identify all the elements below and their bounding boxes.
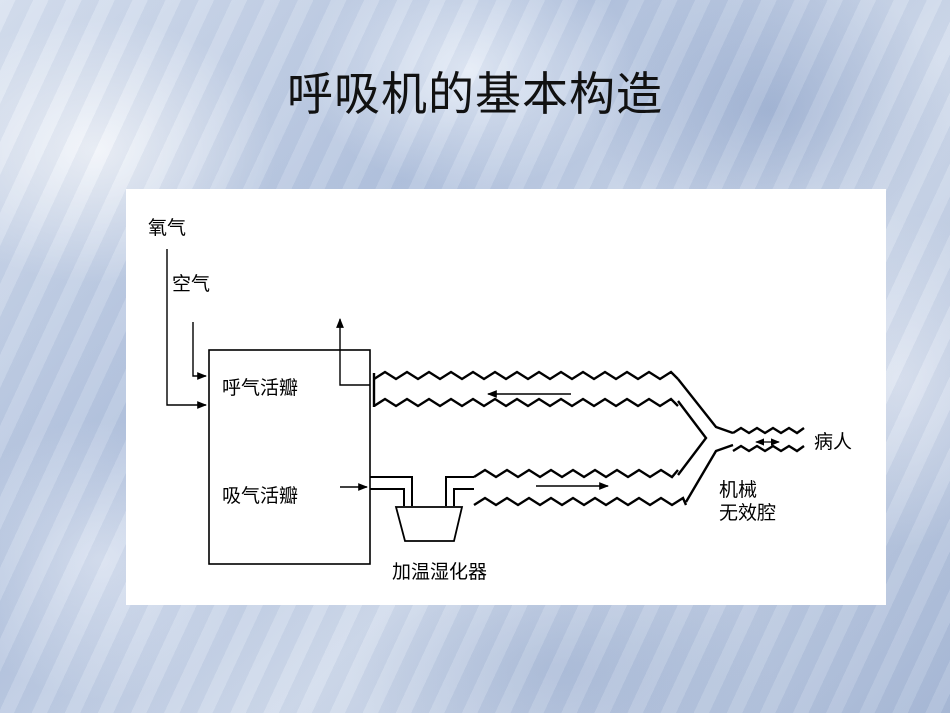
- label-oxygen: 氧气: [148, 217, 187, 239]
- valve-to-humidifier-outer: [370, 476, 413, 506]
- label-humidifier: 加温湿化器: [392, 561, 488, 583]
- y-piece-upper-outer: [677, 378, 734, 435]
- label-exhalation-valve: 呼气活瓣: [222, 377, 299, 399]
- inspiratory-tube-top: [473, 468, 679, 479]
- inspiratory-tube-bottom: [473, 496, 688, 507]
- ventilator-diagram: [166, 249, 805, 565]
- ventilator-diagram-panel: 氧气 空气 呼气活瓣 吸气活瓣 加温湿化器 病人 机械 无效腔: [126, 189, 886, 605]
- expiratory-tube-top: [373, 370, 679, 381]
- air-line: [192, 322, 207, 380]
- patient-connector-top: [732, 426, 805, 435]
- exhaust-arrow: [336, 318, 370, 386]
- humidifier-to-tube-inner: [453, 488, 474, 506]
- valve-to-humidifier-inner: [370, 488, 405, 506]
- label-dead-space-2: 无效腔: [719, 502, 777, 524]
- label-dead-space-1: 机械: [719, 479, 758, 501]
- expiratory-tube-bottom: [373, 397, 679, 408]
- slide-title: 呼吸机的基本构造: [287, 67, 663, 121]
- oxygen-line: [166, 249, 207, 409]
- label-air: 空气: [172, 273, 211, 295]
- humidifier-jar: [394, 506, 464, 542]
- y-piece-lower-outer: [684, 443, 734, 503]
- label-inhalation-valve: 吸气活瓣: [222, 485, 299, 507]
- humidifier-to-tube-outer: [445, 476, 474, 506]
- label-patient: 病人: [814, 431, 853, 453]
- y-piece-inner: [677, 400, 708, 476]
- patient-connector-bottom: [732, 444, 805, 453]
